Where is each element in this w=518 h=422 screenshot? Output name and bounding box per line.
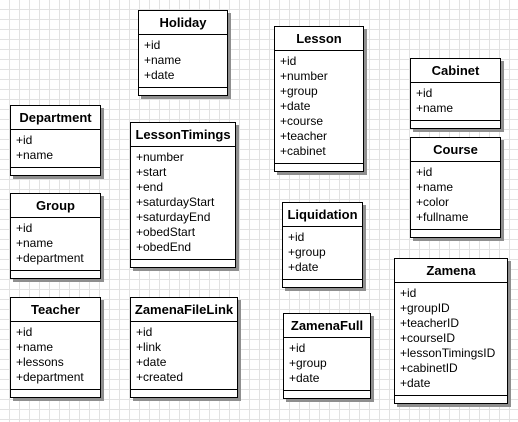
class-title: Department (11, 106, 100, 130)
attribute-list: +id +groupID +teacherID +courseID +lesso… (395, 283, 507, 396)
attribute: +obedEnd (136, 240, 192, 254)
attribute: +courseID (400, 331, 456, 345)
methods-compartment (275, 164, 363, 171)
attribute: +date (136, 355, 167, 369)
attribute: +cabinet (280, 144, 326, 158)
class-group[interactable]: Group +id +name +department (10, 193, 101, 279)
methods-compartment (11, 168, 100, 175)
attribute: +name (416, 180, 454, 194)
attribute-list: +id +group +date (283, 227, 362, 280)
attribute: +id (136, 325, 153, 339)
attribute: +cabinetID (400, 361, 458, 375)
class-title: Zamena (395, 259, 507, 283)
attribute: +number (280, 69, 328, 83)
methods-compartment (411, 121, 500, 128)
attribute-list: +id +name +lessons +department (11, 322, 100, 390)
class-title: Course (411, 138, 500, 162)
methods-compartment (139, 88, 227, 95)
attribute: +obedStart (136, 225, 196, 239)
class-holiday[interactable]: Holiday +id +name +date (138, 10, 228, 96)
class-zamena-file-link[interactable]: ZamenaFileLink +id +link +date +created (130, 297, 238, 398)
attribute: +date (144, 68, 175, 82)
class-cabinet[interactable]: Cabinet +id +name (410, 58, 501, 129)
methods-compartment (131, 390, 237, 397)
class-title: Group (11, 194, 100, 218)
class-title: ZamenaFileLink (131, 298, 237, 322)
class-zamena[interactable]: Zamena +id +groupID +teacherID +courseID… (394, 258, 508, 404)
attribute: +date (288, 260, 319, 274)
attribute-list: +id +group +date (284, 338, 370, 391)
attribute: +start (136, 165, 167, 179)
attribute: +group (280, 84, 318, 98)
attribute: +group (289, 356, 327, 370)
attribute: +lessonTimingsID (400, 346, 496, 360)
methods-compartment (284, 391, 370, 398)
class-teacher[interactable]: Teacher +id +name +lessons +department (10, 297, 101, 398)
attribute-list: +id +name (411, 83, 500, 121)
attribute-list: +id +name +department (11, 218, 100, 271)
class-lesson[interactable]: Lesson +id +number +group +date +course … (274, 26, 364, 172)
attribute-list: +number +start +end +saturdayStart +satu… (131, 147, 235, 260)
attribute: +color (416, 195, 450, 209)
class-zamena-full[interactable]: ZamenaFull +id +group +date (283, 313, 371, 399)
attribute: +name (416, 101, 454, 115)
methods-compartment (411, 230, 500, 237)
class-department[interactable]: Department +id +name (10, 105, 101, 176)
attribute: +date (400, 376, 431, 390)
class-title: LessonTimings (131, 123, 235, 147)
attribute: +date (280, 99, 311, 113)
class-title: Liquidation (283, 203, 362, 227)
attribute: +end (136, 180, 164, 194)
attribute: +id (280, 54, 297, 68)
class-title: Teacher (11, 298, 100, 322)
attribute-list: +id +link +date +created (131, 322, 237, 390)
attribute: +number (136, 150, 184, 164)
attribute: +id (289, 341, 306, 355)
attribute: +saturdayStart (136, 195, 215, 209)
attribute: +name (16, 236, 54, 250)
attribute: +name (16, 340, 54, 354)
class-title: ZamenaFull (284, 314, 370, 338)
class-title: Lesson (275, 27, 363, 51)
attribute: +group (288, 245, 326, 259)
attribute: +id (416, 86, 433, 100)
class-title: Cabinet (411, 59, 500, 83)
class-lesson-timings[interactable]: LessonTimings +number +start +end +satur… (130, 122, 236, 268)
attribute-list: +id +number +group +date +course +teache… (275, 51, 363, 164)
attribute: +id (16, 221, 33, 235)
attribute: +id (416, 165, 433, 179)
attribute: +id (288, 230, 305, 244)
attribute: +teacher (280, 129, 328, 143)
attribute: +department (16, 370, 84, 384)
attribute: +created (136, 370, 184, 384)
methods-compartment (11, 271, 100, 278)
attribute: +department (16, 251, 84, 265)
methods-compartment (283, 280, 362, 287)
attribute: +name (144, 53, 182, 67)
attribute: +link (136, 340, 162, 354)
attribute: +fullname (416, 210, 469, 224)
attribute: +groupID (400, 301, 450, 315)
class-title: Holiday (139, 11, 227, 35)
methods-compartment (131, 260, 235, 267)
attribute: +saturdayEnd (136, 210, 211, 224)
attribute: +course (280, 114, 324, 128)
methods-compartment (395, 396, 507, 403)
attribute: +date (289, 371, 320, 385)
class-liquidation[interactable]: Liquidation +id +group +date (282, 202, 363, 288)
methods-compartment (11, 390, 100, 397)
attribute: +id (400, 286, 417, 300)
attribute-list: +id +name +color +fullname (411, 162, 500, 230)
attribute: +teacherID (400, 316, 460, 330)
attribute-list: +id +name (11, 130, 100, 168)
attribute: +id (16, 133, 33, 147)
attribute-list: +id +name +date (139, 35, 227, 88)
class-course[interactable]: Course +id +name +color +fullname (410, 137, 501, 238)
attribute: +name (16, 148, 54, 162)
attribute: +lessons (16, 355, 64, 369)
attribute: +id (16, 325, 33, 339)
attribute: +id (144, 38, 161, 52)
